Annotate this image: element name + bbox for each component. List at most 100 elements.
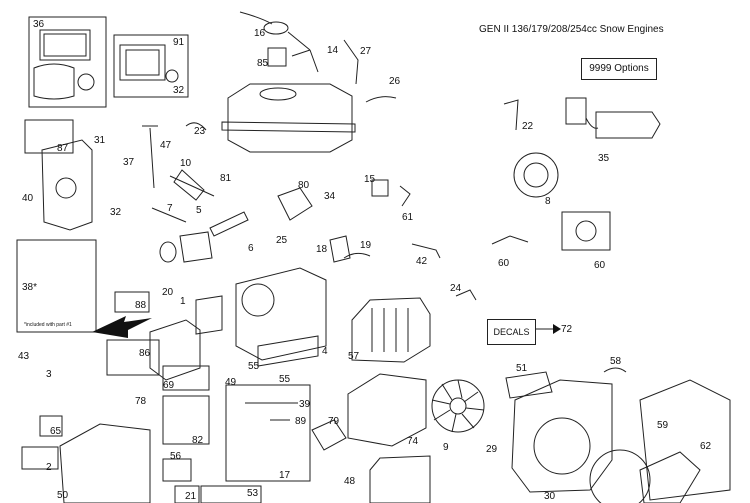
part-label[interactable]: 29 [486, 444, 498, 455]
part-label[interactable]: 80 [298, 180, 310, 191]
part-label[interactable]: 31 [94, 135, 106, 146]
part-label[interactable]: 43 [18, 351, 30, 362]
part-label[interactable]: 87 [57, 143, 69, 154]
part-label[interactable]: 89 [295, 416, 307, 427]
part-label[interactable]: 57 [348, 351, 360, 362]
tube-23 [185, 122, 207, 131]
part-label[interactable]: 1 [180, 296, 186, 307]
bracket-24 [455, 289, 477, 301]
part-label[interactable]: 38* [22, 282, 38, 293]
air-cleaner-cover [347, 373, 427, 447]
part-label[interactable]: 60 [498, 258, 510, 269]
part-label[interactable]: 18 [316, 244, 328, 255]
engine-base [257, 335, 319, 367]
part-label[interactable]: 59 [657, 420, 669, 431]
part-label[interactable]: 60 [594, 260, 606, 271]
part-label[interactable]: 82 [192, 435, 204, 446]
part-label[interactable]: 26 [389, 76, 401, 87]
part-label[interactable]: 48 [344, 476, 356, 487]
kit-inset-88 [114, 291, 150, 313]
part-label[interactable]: 20 [162, 287, 174, 298]
cap-80 [277, 187, 313, 221]
part-label[interactable]: 88 [135, 300, 147, 311]
part-label[interactable]: 4 [322, 346, 328, 357]
fuel-tank-flange [221, 121, 356, 133]
part-label[interactable]: 23 [194, 126, 206, 137]
part-label[interactable]: 8 [545, 196, 551, 207]
flywheel-fan [431, 379, 485, 433]
part-label[interactable]: 34 [324, 191, 336, 202]
part-label[interactable]: 47 [160, 140, 172, 151]
part-label[interactable]: 30 [544, 491, 556, 502]
pulley-8-inner [523, 162, 549, 188]
part-label[interactable]: 53 [247, 488, 259, 499]
fuel-strainer [267, 47, 287, 67]
part-label[interactable]: 35 [598, 153, 610, 164]
part-label[interactable]: 16 [254, 28, 266, 39]
part-label[interactable]: 58 [610, 356, 622, 367]
camshaft [151, 207, 187, 223]
part-label[interactable]: 81 [220, 173, 232, 184]
tube-26 [365, 96, 397, 103]
part-label[interactable]: 14 [327, 45, 339, 56]
part-label[interactable]: 36 [33, 19, 45, 30]
pulley-8 [513, 152, 559, 198]
part-label[interactable]: 7 [167, 203, 173, 214]
part-label[interactable]: 25 [276, 235, 288, 246]
part-label[interactable]: 74 [407, 436, 419, 447]
part-label[interactable]: 65 [50, 426, 62, 437]
part-label[interactable]: 22 [522, 121, 534, 132]
part-label[interactable]: 56 [170, 451, 182, 462]
part-label[interactable]: 15 [364, 174, 376, 185]
part-label[interactable]: 21 [185, 491, 197, 502]
part-label[interactable]: 55 [248, 361, 260, 372]
kit-inset-65 [39, 415, 63, 437]
part-label[interactable]: 69 [163, 380, 175, 391]
part-label[interactable]: 32 [110, 207, 122, 218]
part-label[interactable]: 78 [135, 396, 147, 407]
kit-inset-86 [106, 339, 160, 376]
bracket-22 [503, 99, 519, 131]
fuel-cap [263, 21, 289, 35]
options-box[interactable]: 9999 Options [581, 58, 657, 80]
part-label[interactable]: 40 [22, 193, 34, 204]
filter-61 [399, 185, 411, 207]
part-label[interactable]: 27 [360, 46, 372, 57]
part-label[interactable]: 50 [57, 490, 69, 501]
part-label[interactable]: 62 [700, 441, 712, 452]
part-label[interactable]: 42 [416, 256, 428, 267]
starter-cable [585, 117, 599, 129]
bolt-kit-inset-87 [24, 119, 74, 154]
part-label[interactable]: 10 [180, 158, 192, 169]
muffler-fins [371, 308, 409, 352]
blower-housing-intake [533, 417, 591, 475]
part-label[interactable]: 5 [196, 205, 202, 216]
part-label[interactable]: 79 [328, 416, 340, 427]
part-label[interactable]: 6 [248, 243, 254, 254]
decals-arrow [553, 324, 561, 334]
kit-inset-53 [200, 485, 262, 503]
part-label[interactable]: 85 [257, 58, 269, 69]
part-label[interactable]: 32 [173, 85, 185, 96]
part-label[interactable]: 51 [516, 363, 528, 374]
part-label[interactable]: 49 [225, 377, 237, 388]
part-label[interactable]: 24 [450, 283, 462, 294]
gasket-kit-inset-91 [113, 34, 189, 98]
part-label[interactable]: 17 [279, 470, 291, 481]
part-label[interactable]: 91 [173, 37, 185, 48]
part-label[interactable]: 86 [139, 348, 151, 359]
part-label[interactable]: 2 [46, 462, 52, 473]
decals-box[interactable]: DECALS [487, 319, 536, 345]
part-label[interactable]: 61 [402, 212, 414, 223]
part-label[interactable]: 37 [123, 157, 135, 168]
part-label[interactable]: 9 [443, 442, 449, 453]
part-label[interactable]: 55 [279, 374, 291, 385]
crankcase-cover [41, 139, 93, 231]
part-label[interactable]: 39 [299, 399, 311, 410]
intake-48 [369, 455, 431, 503]
blower-housing [511, 379, 613, 493]
stator-center [575, 220, 597, 242]
part-label[interactable]: 19 [360, 240, 372, 251]
part-label[interactable]: 3 [46, 369, 52, 380]
